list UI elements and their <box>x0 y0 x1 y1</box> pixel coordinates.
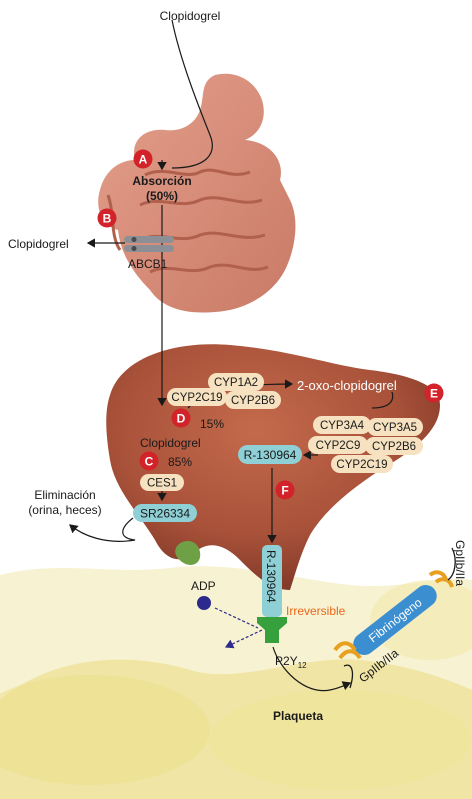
enzyme-cyp2b6-e-label: CYP2B6 <box>372 441 416 453</box>
receptor-ligand: R-130964 <box>262 545 282 617</box>
enzyme-cyp1a2-label: CYP1A2 <box>214 377 258 389</box>
adp-label: ADP <box>191 579 216 593</box>
step-f-marker: F <box>276 481 295 500</box>
platelet-label: Plaqueta <box>273 709 323 723</box>
inactive-metabolite-box: SR26334 <box>133 504 197 522</box>
elimination-line1: Eliminación <box>34 488 95 502</box>
enzyme-cyp2b6-d-label: CYP2B6 <box>231 395 275 407</box>
step-e-letter: E <box>430 387 438 401</box>
active-metabolite-box: R-130964 <box>238 445 302 464</box>
step-f-letter: F <box>281 484 288 498</box>
enzyme-cyp2c19-d-label: CYP2C19 <box>171 392 222 404</box>
top-drug-label: Clopidogrel <box>160 9 221 23</box>
step-e-marker: E <box>425 384 444 403</box>
enzyme-cyp3a4-label: CYP3A4 <box>320 420 365 432</box>
enzyme-cyp3a5-label: CYP3A5 <box>373 422 417 434</box>
enzyme-cyp3a5: CYP3A5 <box>367 418 423 436</box>
enzyme-cyp2c19-e: CYP2C19 <box>331 455 393 473</box>
step-c-letter: C <box>145 455 154 469</box>
ces1-label: CES1 <box>147 478 177 490</box>
enzyme-cyp2c9: CYP2C9 <box>308 436 368 454</box>
ces1-enzyme: CES1 <box>140 474 184 491</box>
elimination-line2: (orina, heces) <box>28 503 101 517</box>
step-d-letter: D <box>177 412 186 426</box>
irreversible-label: Irreversible <box>286 604 346 618</box>
step-d-marker: D <box>172 409 191 428</box>
enzyme-cyp2c9-label: CYP2C9 <box>316 440 361 452</box>
enzyme-cyp3a4: CYP3A4 <box>313 416 371 434</box>
absorption-line2: (50%) <box>146 189 178 203</box>
step-a-letter: A <box>139 153 148 167</box>
step-b-marker: B <box>98 209 117 228</box>
platelet-background <box>0 566 472 799</box>
inactive-metabolite-label: SR26334 <box>140 507 190 521</box>
efflux-drug-label: Clopidogrel <box>8 237 69 251</box>
step-a-marker: A <box>134 150 153 169</box>
step-c-marker: C <box>140 452 159 471</box>
liver-drug-label: Clopidogrel <box>140 436 201 450</box>
enzyme-cyp2c19-e-label: CYP2C19 <box>336 459 387 471</box>
enzyme-cyp2b6-d: CYP2B6 <box>225 391 281 409</box>
active-metabolite-label: R-130964 <box>244 448 297 462</box>
gp-right-label: GpIIb/IIa <box>453 540 467 586</box>
adp-molecule <box>197 596 211 610</box>
intestine-illustration <box>98 74 295 313</box>
abcb1-label: ABCB1 <box>128 257 168 271</box>
enzyme-cyp2b6-e: CYP2B6 <box>365 437 423 455</box>
intermediate-2-oxo: 2-oxo-clopidogrel <box>297 378 397 393</box>
absorption-line1: Absorción <box>132 174 191 188</box>
path-c-percent: 85% <box>168 455 192 469</box>
receptor-ligand-label: R-130964 <box>264 550 278 603</box>
enzyme-cyp2c19-d: CYP2C19 <box>167 388 227 406</box>
path-d-percent: 15% <box>200 417 224 431</box>
step-b-letter: B <box>103 212 112 226</box>
